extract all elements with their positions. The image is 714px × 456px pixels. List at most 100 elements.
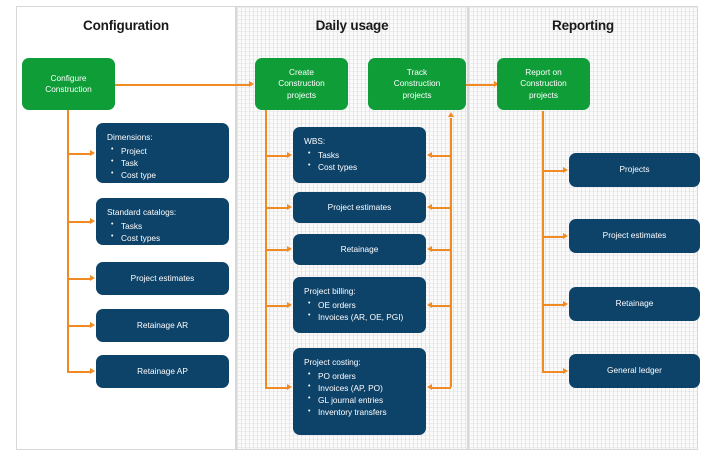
arrowhead-config-to-dimensions [90,149,95,156]
arrowhead-config-to-retainage-ar [90,321,95,328]
connector-project-billing-to-track [432,305,451,307]
node-label-line-1: Configure [50,72,87,83]
node-daily-project-billing[interactable]: Project billing: OE orders Invoices (AR,… [293,277,426,333]
connector-create-trunk [265,110,267,387]
list-item: Cost types [111,231,229,244]
node-bullet-list: OE orders Invoices (AR, OE, PGI) [304,298,426,323]
node-label-line-1: Track [406,66,428,77]
connector-create-to-wbs [265,155,288,157]
arrowhead-report-to-retainage [563,300,568,307]
connector-retainage-to-track [432,249,451,251]
node-report-general-ledger[interactable]: General ledger [569,354,700,388]
node-config-project-estimates[interactable]: Project estimates [96,262,229,295]
node-config-dimensions[interactable]: Dimensions: Project Task Cost type [96,123,229,183]
node-label-line-3: projects [402,89,432,100]
list-item: Project [111,144,229,157]
list-item: Cost types [308,160,426,173]
node-bullet-list: Tasks Cost types [107,219,229,244]
connector-config-to-project-estimates [67,278,91,280]
node-report-projects[interactable]: Projects [569,153,700,187]
node-label-line-1: Create [289,66,314,77]
connector-create-to-project-estimates [265,207,288,209]
node-heading: Retainage AP [137,365,188,376]
node-daily-wbs[interactable]: WBS: Tasks Cost types [293,127,426,183]
node-heading: Project billing: [304,286,356,296]
arrowhead-retainage-to-track [427,245,432,252]
arrowhead-create-to-project-billing [287,301,292,308]
connector-report-to-general-ledger [542,371,564,373]
list-item: Tasks [111,219,229,232]
arrowhead-track-to-report [494,80,499,87]
arrowhead-config-to-retainage-ap [90,367,95,374]
arrowhead-create-to-retainage [287,245,292,252]
node-daily-project-estimates[interactable]: Project estimates [293,192,426,223]
connector-project-costing-to-track [432,387,451,389]
node-label-line-2: Construction [278,78,325,89]
list-item: Task [111,156,229,169]
arrowhead-report-to-general-ledger [563,367,568,374]
connector-configure-to-create [115,84,250,86]
node-heading: Retainage AR [136,319,189,330]
panel-title-daily-usage: Daily usage [315,18,389,33]
node-label-line-2: Construction [393,78,441,89]
connector-create-to-project-billing [265,305,288,307]
node-bullet-list: Tasks Cost types [304,148,426,173]
node-config-retainage-ar[interactable]: Retainage AR [96,309,229,342]
node-daily-retainage[interactable]: Retainage [293,234,426,265]
arrowhead-create-to-wbs [287,151,292,158]
node-label-line-2: Construction [520,78,567,89]
arrowhead-project-estimates-to-track [427,203,432,210]
connector-project-estimates-to-track [432,207,451,209]
arrowhead-into-track [447,112,454,117]
connector-config-to-retainage-ar [67,325,91,327]
connector-config-to-standard-catalogs [67,221,91,223]
node-report-retainage[interactable]: Retainage [569,287,700,321]
node-heading: WBS: [304,136,326,146]
node-heading: Retainage [340,243,379,254]
list-item: Invoices (AP, PO) [308,381,426,394]
node-track-construction-projects[interactable]: Track Construction projects [368,58,466,110]
node-bullet-list: Project Task Cost type [107,144,229,182]
list-item: Cost type [111,168,229,181]
node-label: Track Construction projects [394,67,441,102]
connector-report-to-projects [542,170,564,172]
connector-track-trunk [450,118,452,387]
connector-report-to-retainage [542,304,564,306]
node-report-project-estimates[interactable]: Project estimates [569,219,700,253]
arrowhead-config-to-project-estimates [90,274,95,281]
connector-report-trunk [542,111,544,371]
panel-title-reporting: Reporting [552,18,614,33]
node-heading: Project costing: [304,357,361,367]
node-create-construction-projects[interactable]: Create Construction projects [255,58,348,110]
node-configure-construction[interactable]: Configure Construction [22,58,115,110]
node-label: Create Construction projects [278,67,325,102]
list-item: Invoices (AR, OE, PGI) [308,310,426,323]
node-label-line-3: projects [528,89,559,100]
connector-wbs-to-track [432,155,451,157]
connector-config-trunk [67,110,69,372]
connector-config-to-retainage-ap [67,371,91,373]
node-label-line-1: Report on [525,66,562,77]
connector-track-to-report [466,84,495,86]
node-heading: Project estimates [327,201,392,212]
node-label-line-2: Construction [45,84,92,94]
connector-report-to-project-estimates [542,236,564,238]
arrowhead-create-to-project-costing [287,383,292,390]
arrowhead-project-costing-to-track [427,383,432,390]
node-report-on-construction-projects[interactable]: Report on Construction projects [497,58,590,110]
node-daily-project-costing[interactable]: Project costing: PO orders Invoices (AP,… [293,348,426,435]
arrowhead-report-to-project-estimates [563,232,568,239]
node-label: Configure Construction [45,73,92,96]
list-item: Inventory transfers [308,406,426,418]
arrowhead-wbs-to-track [427,151,432,158]
arrowhead-configure-to-create [249,80,254,87]
node-label-line-3: projects [286,89,317,100]
list-item: PO orders [308,369,426,382]
list-item: GL journal entries [308,393,426,406]
node-config-standard-catalogs[interactable]: Standard catalogs: Tasks Cost types [96,198,229,245]
connector-create-to-retainage [265,249,288,251]
node-heading: Dimensions: [107,132,153,142]
connector-config-to-dimensions [67,153,91,155]
node-config-retainage-ap[interactable]: Retainage AP [96,355,229,388]
